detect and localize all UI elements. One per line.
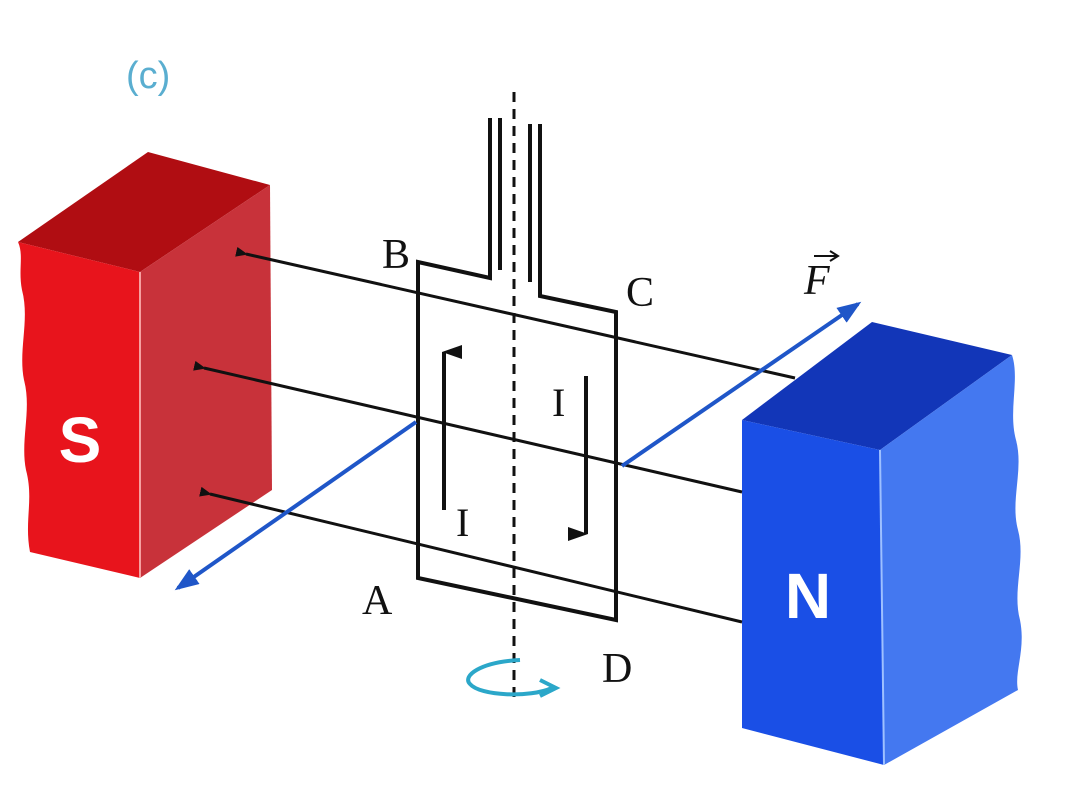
rotation-arrowhead xyxy=(539,678,561,698)
north-magnet-top xyxy=(742,322,1012,450)
north-magnet-front xyxy=(742,420,884,765)
corner-label-c: C xyxy=(626,270,654,316)
south-magnet-top xyxy=(18,152,270,272)
force-arrow-left-side xyxy=(174,420,418,591)
field-line-bottom xyxy=(199,486,743,624)
coil-back-loop xyxy=(416,122,618,623)
coil-leads xyxy=(488,118,542,296)
north-pole-label: N xyxy=(785,560,831,632)
corner-label-a: A xyxy=(362,578,393,624)
field-line-middle xyxy=(193,360,743,494)
current-label-left: I xyxy=(456,500,469,545)
magnetic-field-lines xyxy=(193,246,796,624)
north-magnet-side xyxy=(880,355,1022,765)
south-magnet-side xyxy=(140,185,272,578)
corner-label-b: B xyxy=(382,232,410,278)
force-label: F xyxy=(803,258,830,304)
rotation-indicator xyxy=(466,658,561,698)
corner-label-d: D xyxy=(602,646,632,692)
rotation-ellipse xyxy=(466,658,553,697)
force-arrow-right-side xyxy=(620,301,862,468)
north-magnet-edge xyxy=(879,449,885,766)
coil xyxy=(416,118,618,623)
force-vector-bar-tip xyxy=(829,250,840,262)
field-line-top xyxy=(235,246,796,380)
panel-label: (c) xyxy=(126,55,170,97)
south-magnet: S xyxy=(18,152,272,578)
north-magnet: N xyxy=(742,322,1022,766)
south-magnet-front xyxy=(18,242,140,578)
current-label-right: I xyxy=(552,380,565,425)
south-pole-label: S xyxy=(59,404,102,476)
